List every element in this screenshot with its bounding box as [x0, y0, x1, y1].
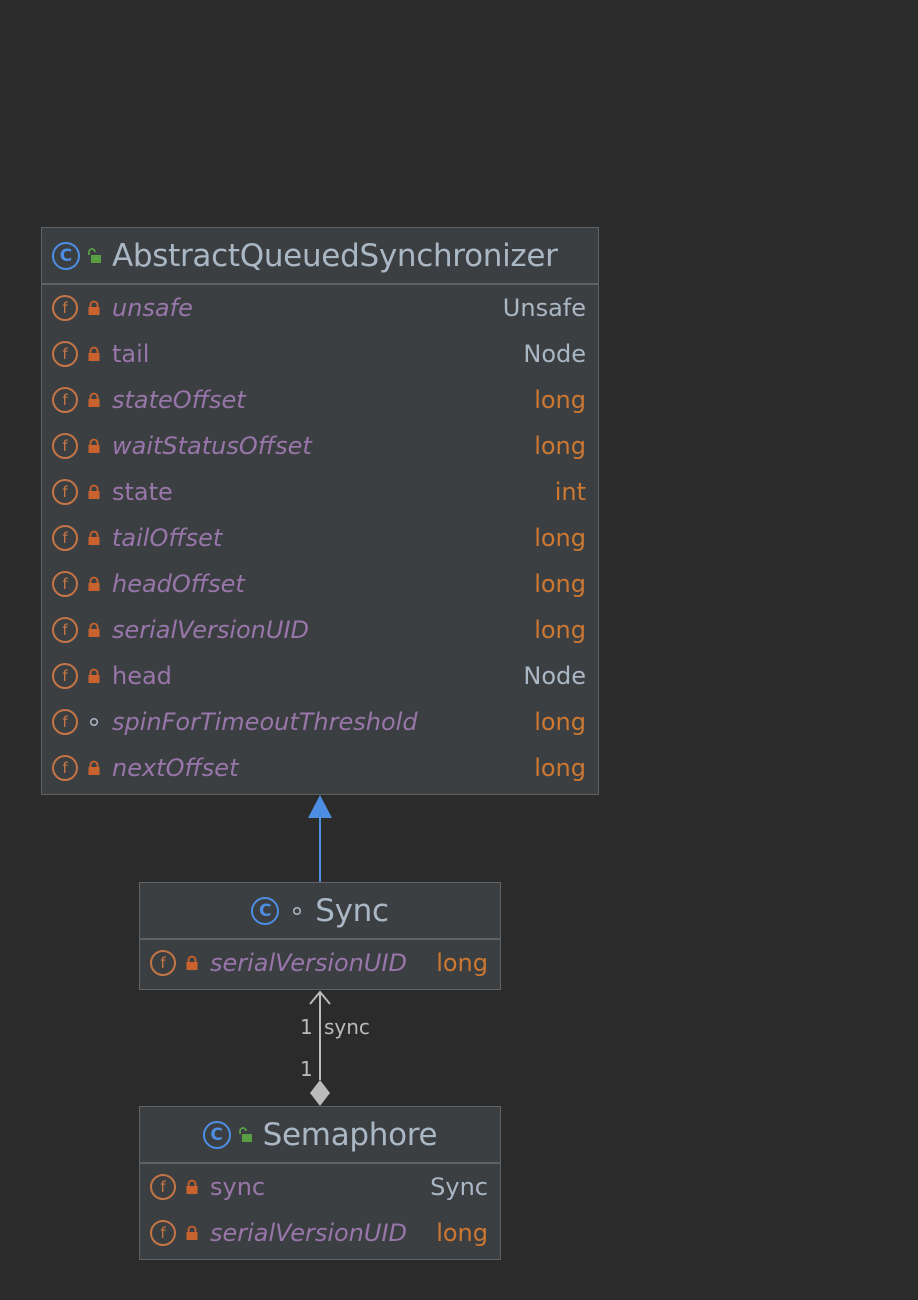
class-name: AbstractQueuedSynchronizer — [112, 237, 558, 274]
field-type: long — [534, 616, 586, 644]
composition-diamond — [310, 1080, 330, 1106]
field-name: serialVersionUID — [210, 949, 408, 977]
field-type: long — [534, 524, 586, 552]
field-icon: f — [52, 387, 78, 413]
field-name: waitStatusOffset — [112, 432, 312, 460]
field-name: headOffset — [112, 570, 245, 598]
field-type: long — [436, 949, 488, 977]
private-lock-icon — [86, 437, 102, 455]
class-sync[interactable]: C Sync f serialVersionUID long — [139, 882, 501, 990]
private-lock-icon — [86, 529, 102, 547]
field-row[interactable]: f nextOffset long — [42, 745, 598, 791]
field-name: tail — [112, 340, 150, 368]
private-lock-icon — [184, 954, 200, 972]
package-visibility-icon — [86, 713, 102, 731]
field-type: Sync — [430, 1173, 488, 1201]
field-name: serialVersionUID — [112, 616, 310, 644]
field-icon: f — [52, 341, 78, 367]
field-icon: f — [52, 525, 78, 551]
private-lock-icon — [184, 1224, 200, 1242]
field-icon: f — [150, 950, 176, 976]
field-type: long — [534, 754, 586, 782]
field-icon: f — [52, 295, 78, 321]
class-icon: C — [52, 241, 80, 270]
field-row[interactable]: f serialVersionUID long — [140, 1210, 500, 1256]
private-lock-icon — [86, 345, 102, 363]
field-name: state — [112, 478, 173, 506]
private-lock-icon — [86, 299, 102, 317]
field-name: unsafe — [112, 294, 193, 322]
class-header: C Sync — [140, 883, 500, 940]
field-row[interactable]: f serialVersionUID long — [42, 607, 598, 653]
composition-source-multiplicity: 1 — [300, 1057, 313, 1081]
field-name: head — [112, 662, 172, 690]
field-icon: f — [52, 571, 78, 597]
field-icon: f — [52, 663, 78, 689]
package-visibility-icon — [289, 902, 305, 920]
class-abstract-queued-synchronizer[interactable]: C AbstractQueuedSynchronizer f unsafe Unsa… — [41, 227, 599, 795]
field-row[interactable]: f headOffset long — [42, 561, 598, 607]
field-list: f sync Sync f serialVersionUID long — [140, 1164, 500, 1256]
field-row[interactable]: f head Node — [42, 653, 598, 699]
class-header: C Semaphore — [140, 1107, 500, 1164]
private-lock-icon — [184, 1178, 200, 1196]
field-row[interactable]: f tail Node — [42, 331, 598, 377]
field-icon: f — [52, 617, 78, 643]
private-lock-icon — [86, 667, 102, 685]
private-lock-icon — [86, 483, 102, 501]
field-type: Node — [523, 662, 586, 690]
field-row[interactable]: f unsafe Unsafe — [42, 285, 598, 331]
field-type: long — [534, 386, 586, 414]
field-row[interactable]: f stateOffset long — [42, 377, 598, 423]
field-list: f serialVersionUID long — [140, 940, 500, 986]
field-name: stateOffset — [112, 386, 246, 414]
private-lock-icon — [86, 575, 102, 593]
field-icon: f — [150, 1220, 176, 1246]
field-name: nextOffset — [112, 754, 239, 782]
field-icon: f — [52, 755, 78, 781]
class-name: Semaphore — [262, 1116, 438, 1153]
composition-target-multiplicity: 1 — [300, 1015, 313, 1039]
inheritance-arrowhead — [308, 795, 332, 818]
field-type: Unsafe — [502, 294, 586, 322]
field-name: serialVersionUID — [210, 1219, 408, 1247]
composition-open-arrowhead — [309, 990, 331, 1005]
private-lock-icon — [86, 391, 102, 409]
public-lock-icon — [237, 1126, 253, 1144]
class-icon: C — [251, 896, 280, 925]
field-name: spinForTimeoutThreshold — [112, 708, 418, 736]
field-icon: f — [52, 479, 78, 505]
field-name: sync — [210, 1173, 266, 1201]
class-header: C AbstractQueuedSynchronizer — [42, 228, 598, 285]
class-semaphore[interactable]: C Semaphore f sync Sync f serialVersionUID lo… — [139, 1106, 501, 1260]
field-type: long — [534, 708, 586, 736]
composition-role-label: sync — [324, 1015, 370, 1039]
private-lock-icon — [86, 759, 102, 777]
field-name: tailOffset — [112, 524, 223, 552]
field-icon: f — [150, 1174, 176, 1200]
field-icon: f — [52, 433, 78, 459]
field-row[interactable]: f tailOffset long — [42, 515, 598, 561]
field-row[interactable]: f state int — [42, 469, 598, 515]
field-row[interactable]: f serialVersionUID long — [140, 940, 500, 986]
field-row[interactable]: f waitStatusOffset long — [42, 423, 598, 469]
field-type: long — [534, 570, 586, 598]
class-icon: C — [202, 1120, 231, 1149]
field-type: int — [554, 478, 586, 506]
field-type: long — [534, 432, 586, 460]
field-icon: f — [52, 709, 78, 735]
private-lock-icon — [86, 621, 102, 639]
field-type: long — [436, 1219, 488, 1247]
field-row[interactable]: f spinForTimeoutThreshold long — [42, 699, 598, 745]
field-type: Node — [523, 340, 586, 368]
field-row[interactable]: f sync Sync — [140, 1164, 500, 1210]
class-name: Sync — [315, 892, 389, 929]
public-lock-icon — [86, 247, 102, 265]
